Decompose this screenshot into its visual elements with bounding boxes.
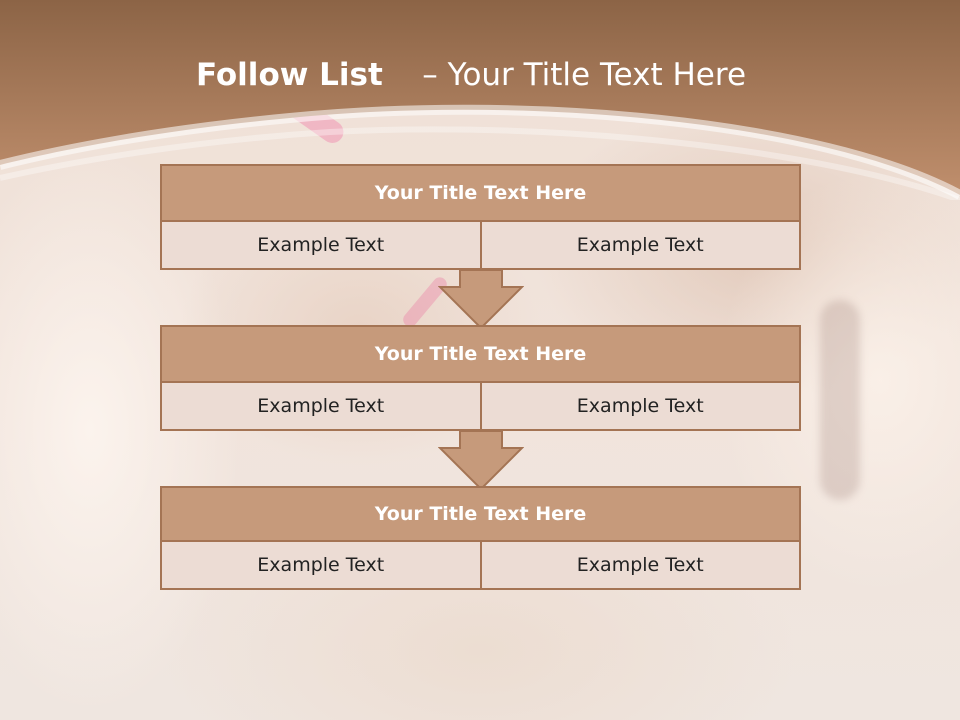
step-row: Example Text Example Text — [160, 540, 801, 590]
step-cell-right: Example Text — [479, 220, 801, 270]
slide-title-rest: – Your Title Text Here — [422, 57, 747, 93]
step-cell-right: Example Text — [479, 381, 801, 431]
background-decoration — [820, 300, 860, 500]
step-cell-right: Example Text — [479, 540, 801, 590]
slide-title-bold: Follow List — [195, 57, 383, 93]
down-arrow-icon — [438, 431, 524, 491]
step-cell-left: Example Text — [160, 220, 482, 270]
step-title: Your Title Text Here — [160, 164, 801, 222]
down-arrow-icon — [438, 270, 524, 330]
step-box-1: Your Title Text Here Example Text Exampl… — [160, 164, 801, 270]
step-cell-left: Example Text — [160, 381, 482, 431]
step-cell-left: Example Text — [160, 540, 482, 590]
step-box-3: Your Title Text Here Example Text Exampl… — [160, 486, 801, 590]
step-box-2: Your Title Text Here Example Text Exampl… — [160, 325, 801, 431]
step-title: Your Title Text Here — [160, 325, 801, 383]
step-row: Example Text Example Text — [160, 381, 801, 431]
step-row: Example Text Example Text — [160, 220, 801, 270]
header-band — [0, 0, 960, 200]
step-title: Your Title Text Here — [160, 486, 801, 542]
slide-title: Follow List – Your Title Text Here — [0, 52, 942, 98]
